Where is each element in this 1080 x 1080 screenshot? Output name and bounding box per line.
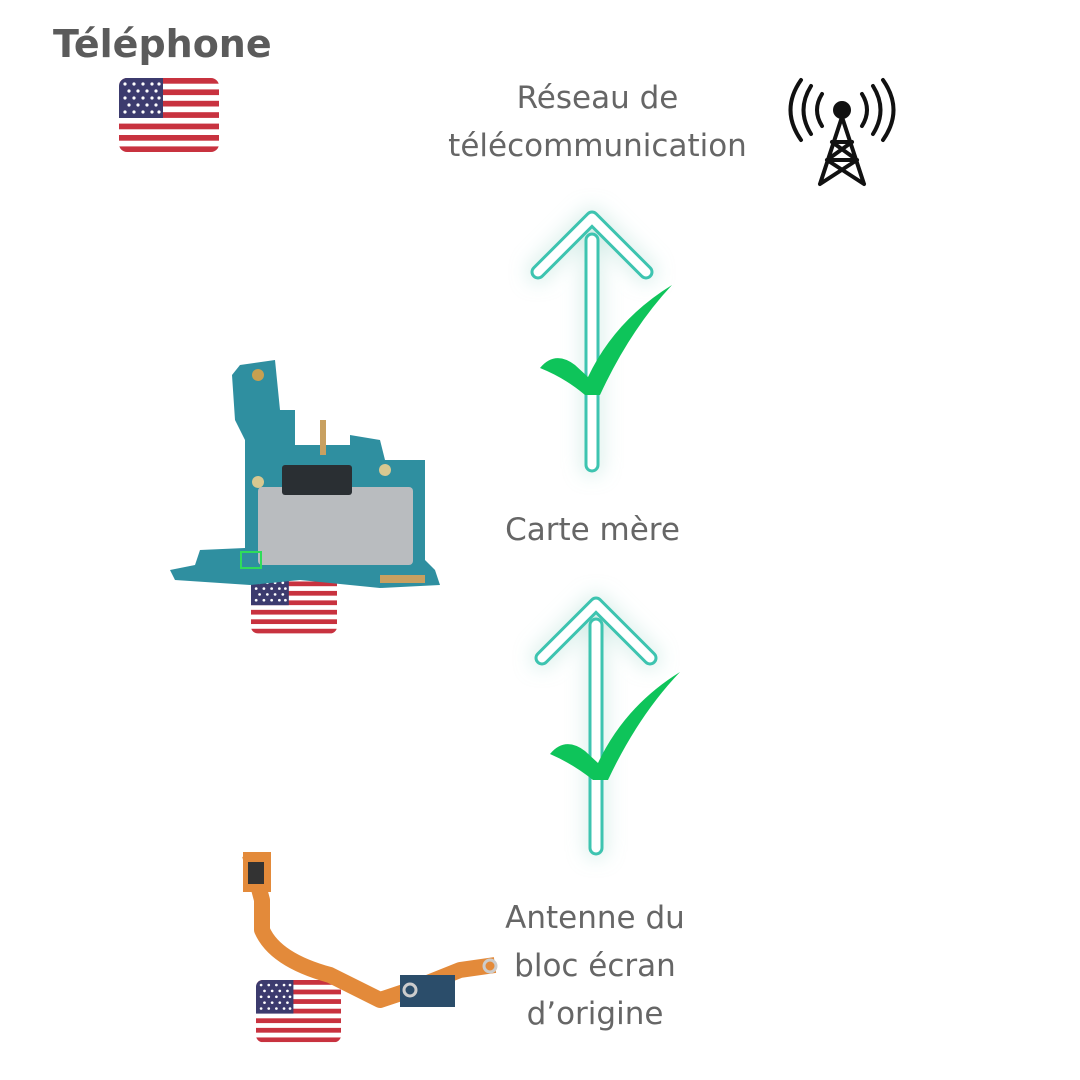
checkmark-icon: [540, 285, 672, 395]
arrow-up-icon: [534, 596, 658, 856]
motherboard-label: Carte mère: [505, 512, 680, 548]
page-title: Téléphone: [53, 22, 272, 66]
us-flag-icon: [256, 980, 341, 1042]
cell-tower-icon: [788, 78, 896, 186]
antenna-label-line: bloc écran: [514, 948, 676, 984]
checkmark-icon: [550, 672, 680, 780]
antenna-label-line: d’origine: [526, 996, 664, 1032]
antenna-label-line: Antenne du: [505, 900, 685, 936]
antenna-flex-image: [242, 852, 498, 1008]
arrow-up-icon: [530, 210, 654, 473]
us-flag-icon: [119, 78, 219, 152]
motherboard-image: [170, 360, 440, 588]
network-label-line: télécommunication: [448, 128, 747, 164]
network-label: Réseau de télécommunication: [420, 74, 775, 170]
network-label-line: Réseau de: [516, 80, 679, 116]
antenna-label: Antenne du bloc écran d’origine: [470, 894, 720, 1038]
